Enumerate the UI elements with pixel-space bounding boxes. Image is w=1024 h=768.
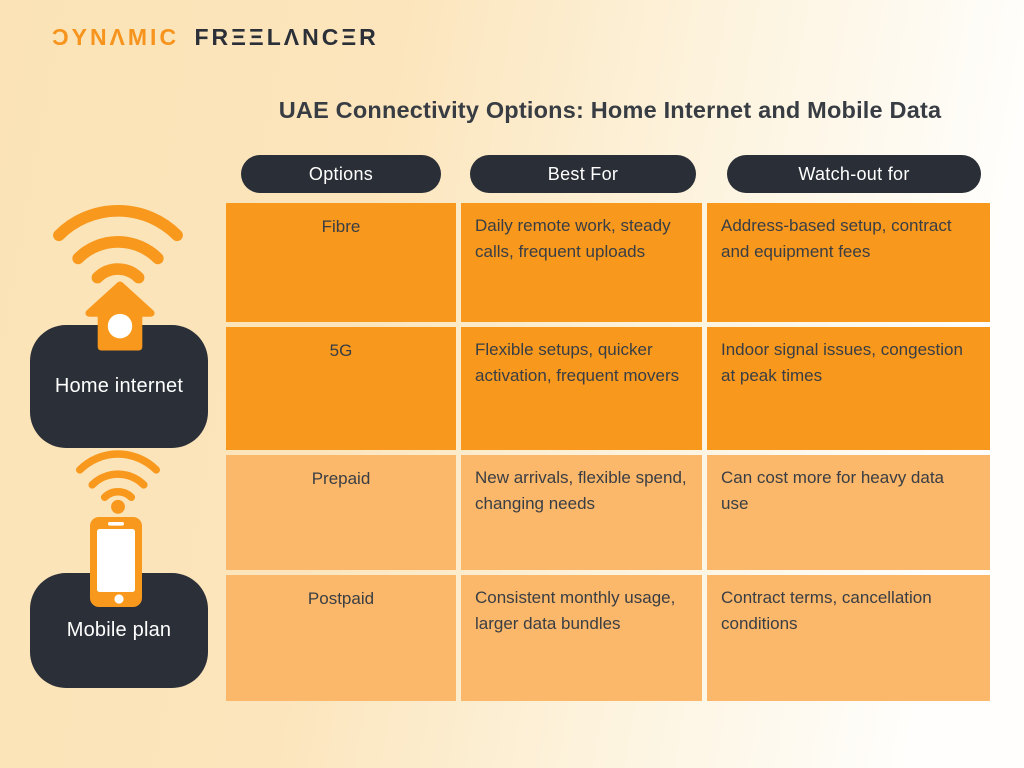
column-header-options: Options <box>241 155 441 193</box>
cell-option-5g: 5G <box>226 327 456 450</box>
cell-option-prepaid: Prepaid <box>226 455 456 570</box>
cell-watchout-prepaid: Can cost more for heavy data use <box>707 455 990 570</box>
cell-watchout-5g: Indoor signal issues, congestion at peak… <box>707 327 990 450</box>
column-header-watch-out: Watch-out for <box>727 155 981 193</box>
comparison-table: Fibre Daily remote work, steady calls, f… <box>226 203 990 701</box>
cell-option-postpaid: Postpaid <box>226 575 456 701</box>
smartphone-icon <box>90 517 142 607</box>
brand-logo-part1: ƆYNΛMIC <box>52 24 180 50</box>
cell-bestfor-postpaid: Consistent monthly usage, larger data bu… <box>461 575 702 701</box>
mobile-plan-label-text: Mobile plan <box>66 619 172 641</box>
wifi-signal-icon <box>76 450 160 514</box>
column-header-best-for: Best For <box>470 155 696 193</box>
page-title: UAE Connectivity Options: Home Internet … <box>278 97 942 123</box>
brand-logo: ƆYNΛMIC FRΞΞLΛNCΞR <box>52 24 379 51</box>
cell-option-fibre: Fibre <box>226 203 456 322</box>
brand-logo-part2: FRΞΞLΛNCΞR <box>194 24 379 50</box>
cell-watchout-fibre: Address-based setup, contract and equipm… <box>707 203 990 322</box>
home-internet-label-text: Home internet <box>54 375 184 397</box>
cell-watchout-postpaid: Contract terms, cancellation conditions <box>707 575 990 701</box>
wifi-icon <box>53 204 183 284</box>
cell-bestfor-prepaid: New arrivals, flexible spend, changing n… <box>461 455 702 570</box>
house-icon <box>85 281 155 351</box>
cell-bestfor-5g: Flexible setups, quicker activation, fre… <box>461 327 702 450</box>
cell-bestfor-fibre: Daily remote work, steady calls, frequen… <box>461 203 702 322</box>
